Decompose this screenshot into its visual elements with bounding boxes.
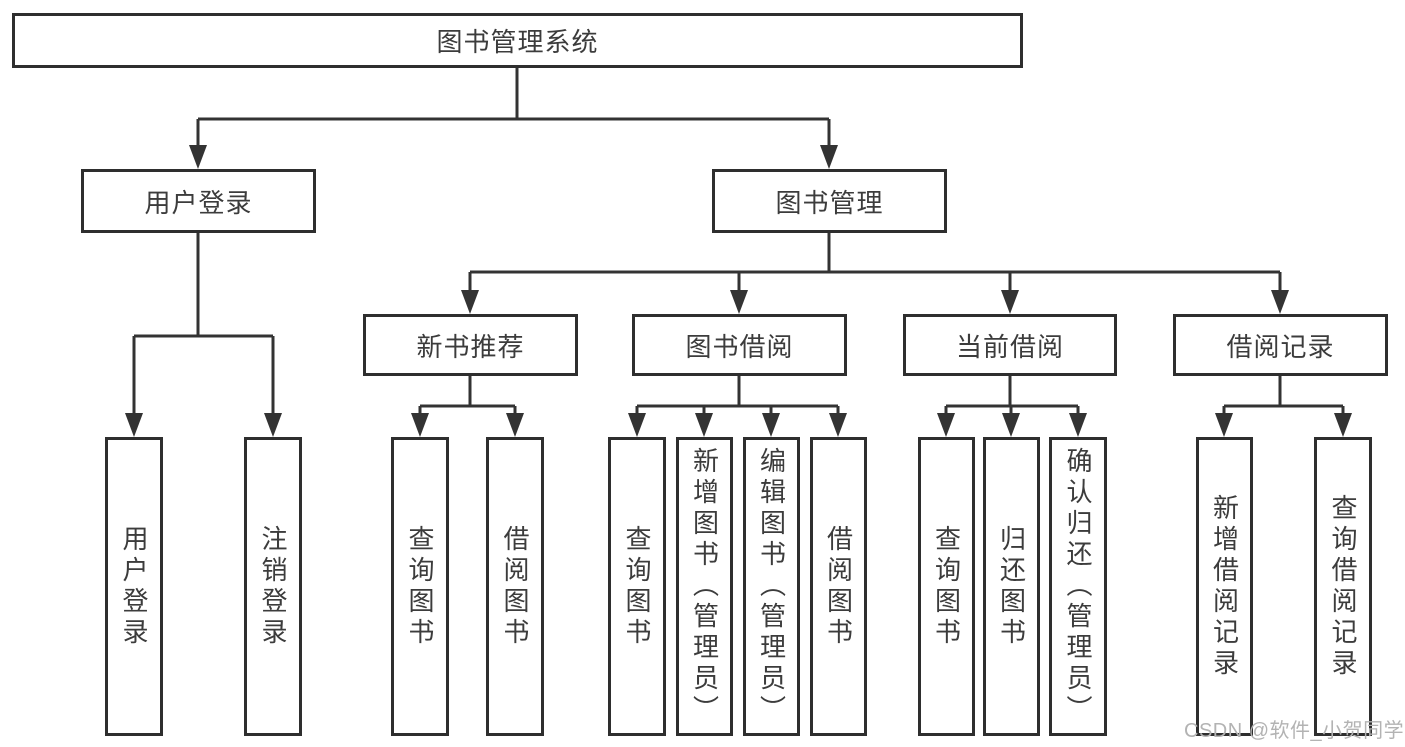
node-book-borrow: 图书借阅: [632, 314, 847, 376]
arrowhead: [1215, 413, 1233, 437]
node-new-book-recommend: 新书推荐: [363, 314, 578, 376]
node-label: 确认归还（管理员）: [1063, 447, 1093, 726]
leaf-edit-book-admin: 编辑图书（管理员）: [743, 437, 800, 736]
node-root: 图书管理系统: [12, 13, 1023, 68]
node-label: 查询图书: [931, 524, 962, 649]
arrowhead: [125, 413, 143, 437]
node-label: 当前借阅: [955, 331, 1064, 362]
node-label: 归还图书: [996, 524, 1027, 649]
node-label: 图书借阅: [685, 331, 794, 362]
node-label: 编辑图书（管理员）: [756, 447, 787, 726]
node-label: 新书推荐: [416, 331, 525, 362]
node-label: 借阅图书: [823, 524, 854, 649]
arrowheads: [125, 145, 1352, 437]
leaf-return-book: 归还图书: [983, 437, 1040, 736]
leaf-query-borrow-record: 查询借阅记录: [1314, 437, 1372, 736]
leaf-add-book-admin: 新增图书（管理员）: [676, 437, 733, 736]
connector-bookmgmt-to-level3: [468, 233, 1282, 295]
node-label: 用户登录: [144, 187, 253, 218]
arrowhead: [695, 413, 713, 437]
node-label: 用户登录: [119, 524, 149, 649]
arrowhead: [1069, 413, 1087, 437]
csdn-watermark: CSDN @软件_小贺同学: [1184, 720, 1405, 742]
arrowhead: [1002, 413, 1020, 437]
node-book-management: 图书管理: [712, 169, 947, 233]
leaf-query-book-current: 查询图书: [918, 437, 975, 736]
arrowhead: [506, 413, 524, 437]
leaf-borrow-book: 借阅图书: [810, 437, 867, 736]
node-label: 借阅图书: [500, 524, 530, 649]
connector-bookborrow-to-leaves: [635, 376, 840, 418]
leaf-user-login: 用户登录: [105, 437, 163, 736]
arrowhead: [189, 145, 207, 169]
node-label: 借阅记录: [1226, 331, 1335, 362]
arrowhead: [820, 145, 838, 169]
node-label: 新增借阅记录: [1209, 493, 1240, 680]
leaf-logout: 注销登录: [244, 437, 302, 736]
connector-newbook-to-leaves: [418, 376, 517, 418]
connector-currentborrow-to-leaves: [944, 376, 1080, 418]
node-label: 查询图书: [622, 524, 652, 649]
node-current-borrow: 当前借阅: [903, 314, 1117, 376]
arrowhead: [829, 413, 847, 437]
leaf-add-borrow-record: 新增借阅记录: [1196, 437, 1253, 736]
node-label: 图书管理系统: [436, 27, 599, 57]
arrowhead: [628, 413, 646, 437]
node-label: 图书管理: [775, 187, 884, 218]
leaf-query-book-recommend: 查询图书: [391, 437, 449, 736]
arrowhead: [730, 290, 748, 314]
arrowhead: [1001, 290, 1019, 314]
node-user-login: 用户登录: [81, 169, 316, 233]
arrowhead: [937, 413, 955, 437]
connector-root-to-level2: [196, 68, 831, 150]
node-label: 注销登录: [258, 524, 288, 649]
leaf-borrow-book-recommend: 借阅图书: [486, 437, 544, 736]
connector-borrowrecord-to-leaves: [1222, 376, 1345, 418]
node-label: 新增图书（管理员）: [689, 447, 720, 726]
arrowhead: [762, 413, 780, 437]
arrowhead: [461, 290, 479, 314]
arrowhead: [411, 413, 429, 437]
arrowhead: [264, 413, 282, 437]
leaf-confirm-return-admin: 确认归还（管理员）: [1049, 437, 1107, 736]
node-label: 查询图书: [405, 524, 435, 649]
node-borrow-record: 借阅记录: [1173, 314, 1388, 376]
arrowhead: [1334, 413, 1352, 437]
connector-userlogin-to-leaves: [132, 233, 275, 418]
leaf-query-book-borrow: 查询图书: [608, 437, 666, 736]
node-label: 查询借阅记录: [1328, 493, 1358, 680]
arrowhead: [1271, 290, 1289, 314]
